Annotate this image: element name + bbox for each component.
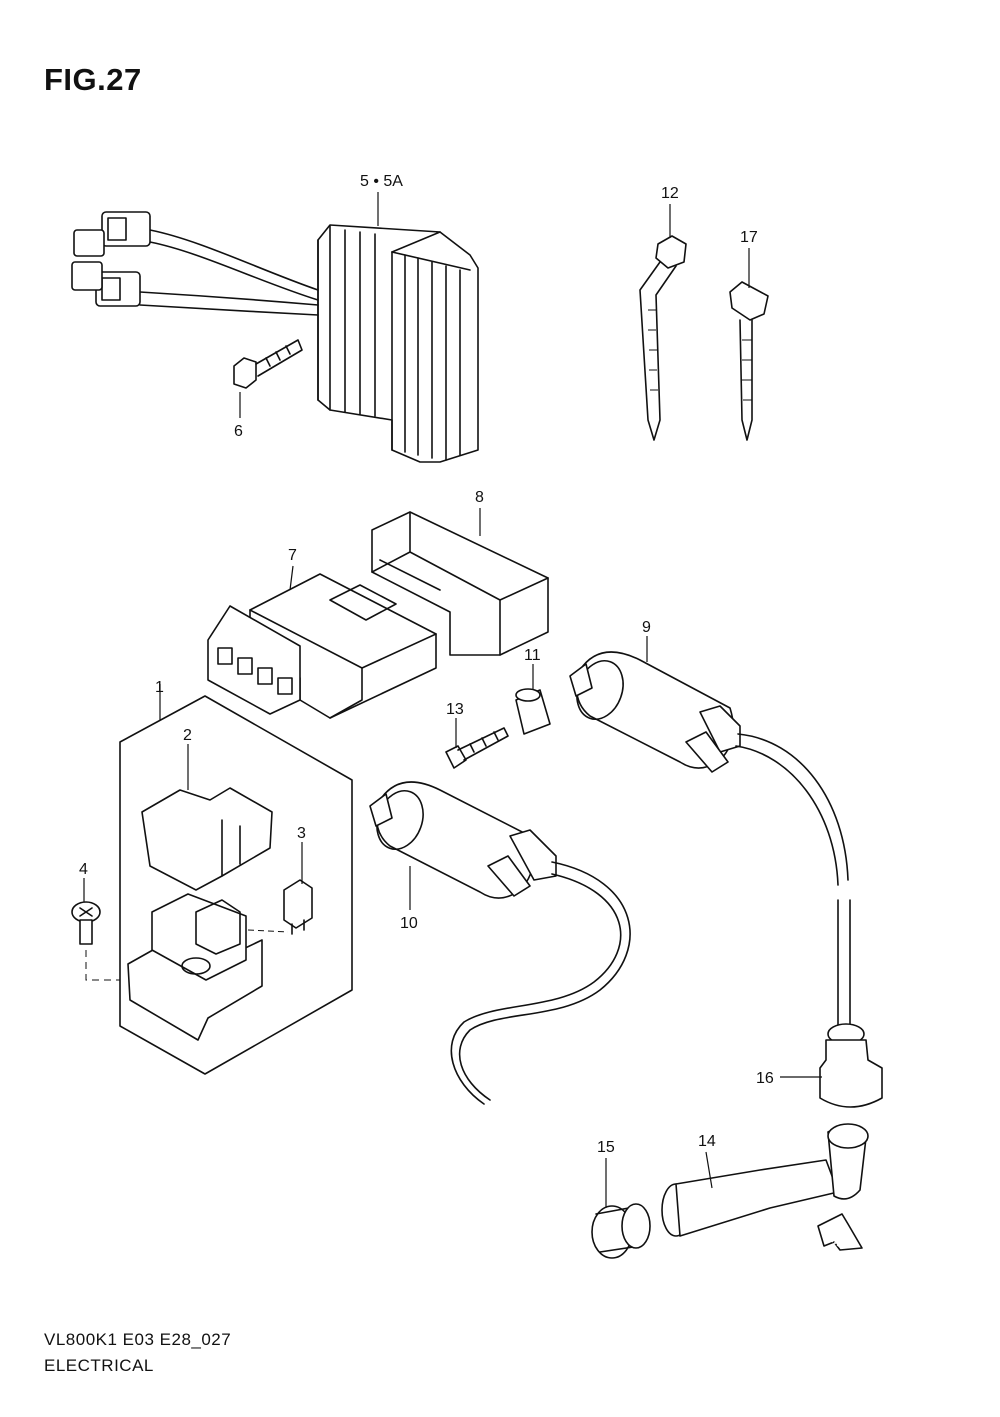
callout-10: 10 bbox=[400, 915, 418, 932]
ignition-coil-9-part[interactable] bbox=[569, 651, 851, 1031]
ecm-unit-7-part[interactable] bbox=[207, 573, 437, 719]
fwd-direction-arrow: FWD bbox=[817, 1213, 863, 1251]
grommet-16-part[interactable] bbox=[819, 1023, 883, 1108]
callout-17: 17 bbox=[740, 229, 758, 246]
clamp-tie-17-part[interactable] bbox=[729, 281, 769, 441]
leader-lines bbox=[83, 192, 822, 1208]
callout-12: 12 bbox=[661, 185, 679, 202]
callout-4: 4 bbox=[79, 861, 88, 878]
callout-5: 5 • 5A bbox=[360, 173, 403, 190]
bolt-6-part[interactable] bbox=[233, 339, 303, 389]
plug-cap-14-part[interactable] bbox=[661, 1123, 869, 1237]
callout-9: 9 bbox=[642, 619, 651, 636]
callout-13: 13 bbox=[446, 701, 464, 718]
figure-title: FIG.27 bbox=[44, 62, 142, 97]
model-code: VL800K1 E03 E28_027 bbox=[44, 1330, 232, 1349]
section-name: ELECTRICAL bbox=[44, 1356, 154, 1375]
ecm-cover-8-part[interactable] bbox=[371, 511, 549, 656]
callout-14: 14 bbox=[698, 1133, 716, 1150]
callout-1: 1 bbox=[155, 679, 164, 696]
callout-3: 3 bbox=[297, 825, 306, 842]
ignition-coil-10-part[interactable] bbox=[369, 781, 631, 1105]
fuse-3-part[interactable] bbox=[283, 879, 313, 935]
callout-15: 15 bbox=[597, 1139, 615, 1156]
callout-2: 2 bbox=[183, 727, 192, 744]
callout-labels: 5 • 5A 6 12 17 8 7 9 11 13 1 2 3 4 10 16… bbox=[79, 173, 774, 1156]
collar-15-part[interactable] bbox=[591, 1203, 651, 1259]
callout-6: 6 bbox=[234, 423, 243, 440]
bolt-13-part[interactable] bbox=[445, 727, 509, 769]
starter-relay-1-assembly[interactable] bbox=[119, 695, 353, 1075]
regulator-rectifier-part[interactable] bbox=[71, 211, 479, 463]
screw-4-part[interactable] bbox=[71, 901, 120, 981]
spacer-11-part[interactable] bbox=[515, 688, 551, 735]
callout-7: 7 bbox=[288, 547, 297, 564]
callout-16: 16 bbox=[756, 1070, 774, 1087]
relay-cover-2-part[interactable] bbox=[141, 787, 273, 891]
callout-11: 11 bbox=[524, 647, 541, 664]
callout-8: 8 bbox=[475, 489, 484, 506]
cable-tie-12-part[interactable] bbox=[639, 235, 687, 441]
